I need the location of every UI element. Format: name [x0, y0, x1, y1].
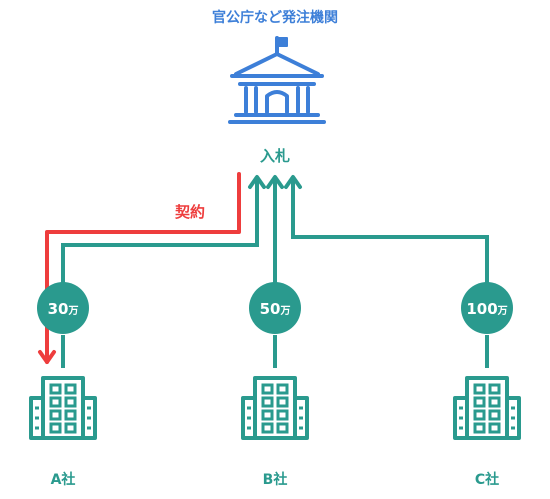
bid-circle-a: 30万: [37, 282, 89, 334]
arrowhead-c: [284, 175, 302, 189]
bid-unit: 万: [497, 305, 508, 317]
agency-title: 官公庁など発注機関: [212, 9, 338, 26]
bid-label: 入札: [260, 147, 290, 165]
office-building-icon: [453, 376, 521, 440]
bid-line-c: [291, 180, 489, 290]
bid-unit: 万: [67, 305, 78, 317]
bid-unit: 万: [279, 305, 290, 317]
bid-amount: 50: [260, 300, 281, 318]
svg-text:50万: 50万: [260, 300, 291, 318]
bid-amount: 100: [466, 300, 497, 318]
bid-circle-b: 50万: [249, 282, 301, 334]
arrowhead-b: [266, 175, 284, 189]
svg-text:30万: 30万: [48, 300, 79, 318]
svg-text:100万: 100万: [466, 300, 507, 318]
bid-line-a: [61, 180, 259, 290]
office-building-icon: [29, 376, 97, 440]
contract-arrow: [38, 172, 241, 364]
bid-lines: [61, 180, 489, 368]
arrowhead-a: [248, 175, 266, 189]
company-label-c: C社: [475, 471, 499, 488]
office-building-icon: [241, 376, 309, 440]
company-label-b: B社: [263, 471, 288, 488]
government-building-icon: [228, 36, 326, 124]
company-label-a: A社: [51, 471, 76, 488]
bid-arrowheads: [248, 175, 302, 189]
bid-circle-c: 100万: [461, 282, 513, 334]
contract-label: 契約: [174, 203, 205, 221]
bid-amount: 30: [48, 300, 69, 318]
